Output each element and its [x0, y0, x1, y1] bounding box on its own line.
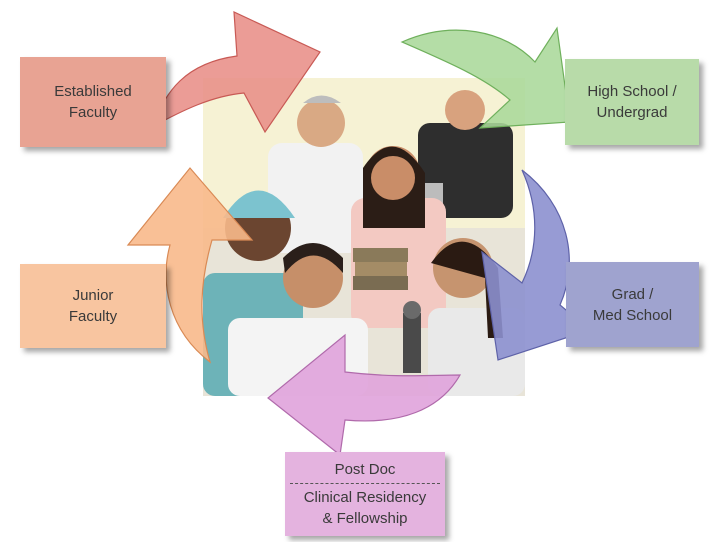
stage-established-line2: Faculty — [68, 104, 118, 121]
stage-postdoc-line2: Clinical Residency — [303, 489, 427, 506]
stage-postdoc-line3: & Fellowship — [322, 510, 408, 527]
stage-postdoc-divider — [290, 483, 440, 484]
stage-post-doc: Post Doc Clinical Residency & Fellowship — [285, 452, 445, 536]
stage-junior-line1: Junior — [72, 287, 114, 304]
stage-grad-line1: Grad / — [611, 285, 654, 303]
arrow-pink — [267, 333, 462, 457]
stage-grad-line2: Med School — [592, 306, 673, 324]
arrow-red — [150, 11, 321, 134]
stage-junior-line2: Faculty — [68, 308, 118, 325]
arrow-orange — [126, 167, 254, 364]
stage-highschool-line1: High School / — [587, 83, 677, 100]
stage-grad-med-school: Grad / Med School — [566, 262, 699, 347]
stage-established-line1: Established — [54, 83, 132, 100]
stage-postdoc-line1: Post Doc — [334, 461, 396, 478]
stage-high-school-undergrad: High School / Undergrad — [565, 59, 699, 145]
stage-junior-faculty: Junior Faculty — [20, 264, 166, 348]
stage-established-faculty: Established Faculty — [20, 57, 166, 147]
arrow-green — [400, 26, 571, 129]
people-photo-collage — [203, 78, 525, 396]
stage-highschool-line2: Undergrad — [596, 104, 668, 121]
